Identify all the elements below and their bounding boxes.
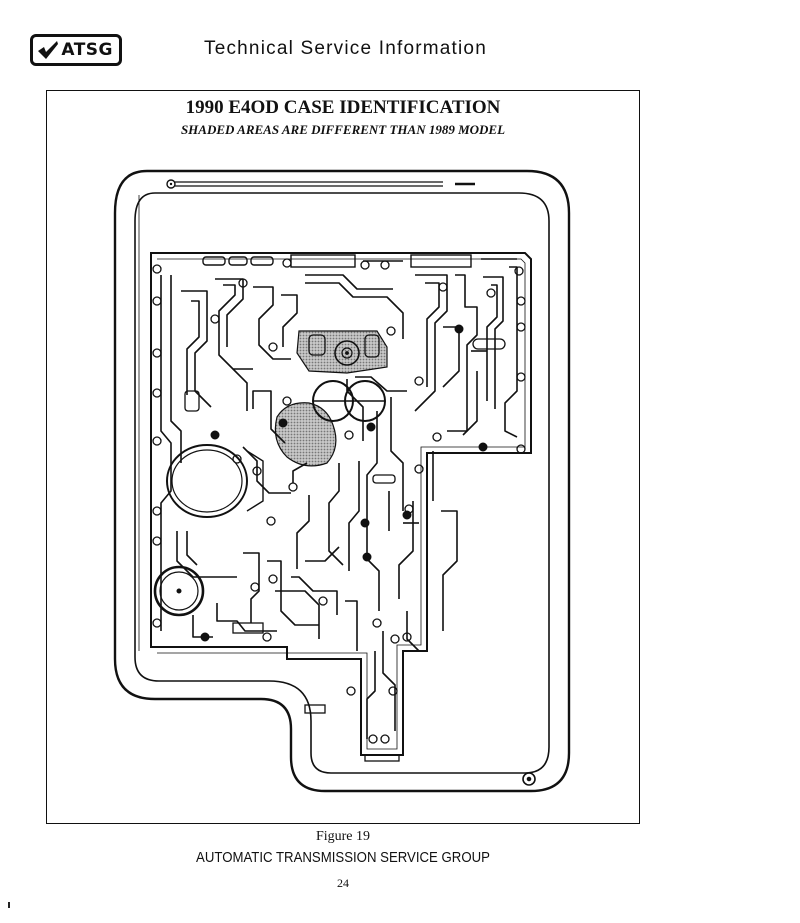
shaded-areas <box>274 330 388 467</box>
header-title: Technical Service Information <box>204 38 487 59</box>
accumulator-bore <box>166 444 264 518</box>
logo-text: ATSG <box>61 40 113 60</box>
figure-caption: Figure 19 <box>315 829 371 844</box>
atsg-logo: ATSG <box>30 34 122 66</box>
center-bores <box>312 340 386 422</box>
figure-subtitle: SHADED AREAS ARE DIFFERENT THAN 1989 MOD… <box>180 122 506 137</box>
detail-slots <box>184 334 506 762</box>
footer-org: AUTOMATIC TRANSMISSION SERVICE GROUP <box>196 849 490 866</box>
scan-speck <box>8 902 10 908</box>
case-outline-inner <box>134 192 550 774</box>
valve-body-outline <box>150 252 532 756</box>
logo-check-icon <box>38 41 58 59</box>
case-outline-outer <box>113 169 571 793</box>
bolt-holes-open <box>152 258 526 744</box>
case-diagram <box>113 169 571 793</box>
figure-frame: 1990 E4OD CASE IDENTIFICATION SHADED ARE… <box>46 90 640 824</box>
servo-piston <box>153 565 205 617</box>
vent-port <box>166 179 176 189</box>
bolt-holes-solid <box>200 324 488 642</box>
figure-title: 1990 E4OD CASE IDENTIFICATION <box>185 97 501 118</box>
top-slots <box>202 254 517 268</box>
page-number: 24 <box>337 876 349 890</box>
case-bolt <box>522 772 536 786</box>
